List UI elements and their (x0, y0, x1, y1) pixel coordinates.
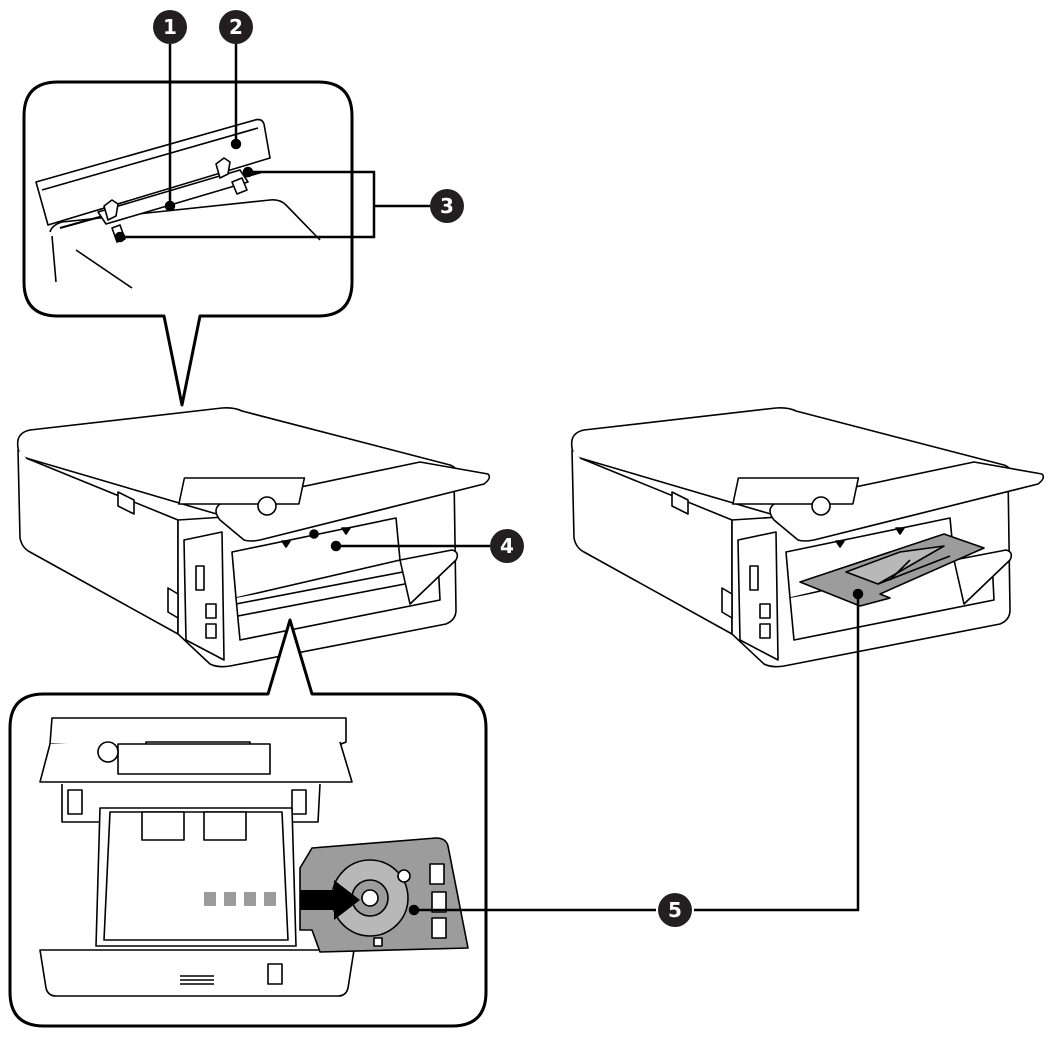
rear-feeder-inset (22, 80, 354, 407)
leader-lines-top (114, 44, 430, 243)
leader-lines-right (694, 588, 864, 912)
leader-lines-bottom (408, 904, 656, 916)
callout-3: 3 (430, 189, 464, 223)
svg-text:4: 4 (500, 534, 514, 558)
callout-4: 4 (490, 529, 524, 563)
svg-text:3: 3 (440, 194, 454, 218)
rear-feeder-illustration (35, 118, 321, 289)
callout-1: 1 (153, 10, 187, 44)
svg-text:2: 2 (229, 15, 243, 39)
svg-text:5: 5 (668, 898, 682, 922)
svg-text:1: 1 (163, 15, 177, 39)
cd-tray-illustration (39, 717, 469, 997)
callout-2: 2 (219, 10, 253, 44)
leader-lines-left (330, 540, 490, 552)
callout-5: 5 (658, 893, 692, 927)
printer-right (570, 407, 1045, 668)
printer-left (16, 407, 491, 668)
